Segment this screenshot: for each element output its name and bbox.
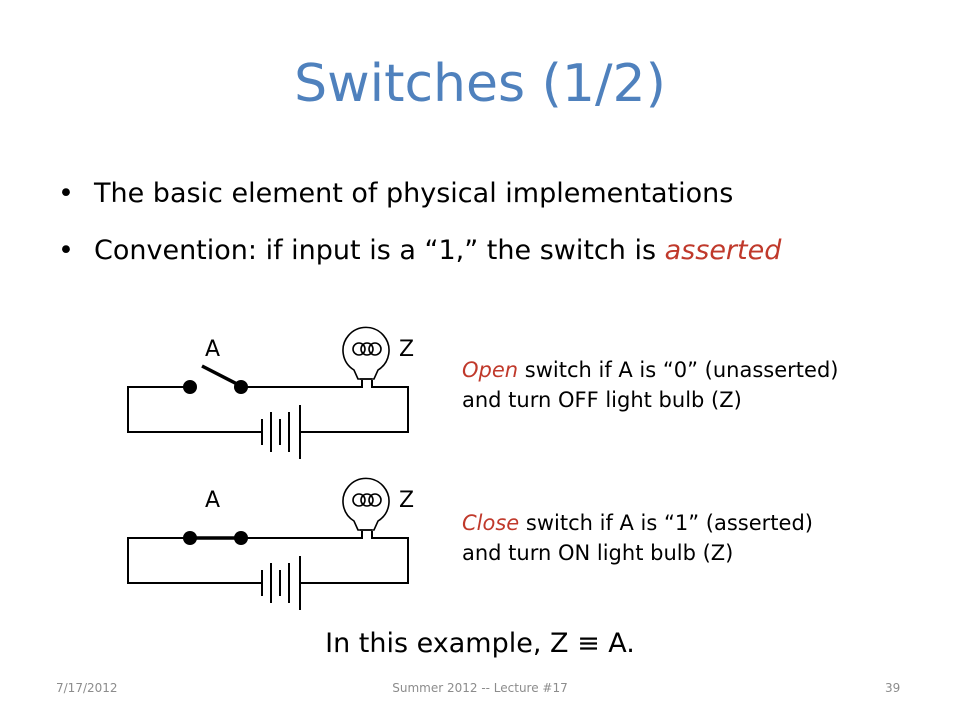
- open-switch-description: Open switch if A is “0” (unasserted) and…: [462, 355, 838, 416]
- footer-lecture: Summer 2012 -- Lecture #17: [392, 681, 568, 695]
- footer-date: 7/17/2012: [56, 681, 118, 695]
- bullet-item: • Convention: if input is a “1,” the swi…: [58, 235, 781, 267]
- conclusion-text: In this example, Z ≡ A.: [325, 628, 635, 659]
- bullet-dot: •: [58, 178, 74, 209]
- open-emphasis: Open: [462, 358, 519, 382]
- bullet-text: Convention: if input is a “1,” the switc…: [94, 235, 665, 267]
- switch-label-a: A: [205, 488, 220, 513]
- battery-icon: [261, 405, 301, 459]
- battery-icon: [261, 556, 301, 610]
- light-bulb-icon: [342, 326, 390, 380]
- closed-circuit-wire: [300, 531, 409, 584]
- slide-title: Switches (1/2): [294, 54, 666, 114]
- bulb-label-z: Z: [399, 488, 414, 513]
- footer-page-number: 39: [885, 681, 901, 695]
- description-line: Close switch if A is “1” (asserted): [462, 508, 813, 538]
- switch-label-a: A: [205, 337, 220, 362]
- description-line: Open switch if A is “0” (unasserted): [462, 355, 838, 385]
- asserted-emphasis: asserted: [664, 235, 782, 267]
- description-line: and turn ON light bulb (Z): [462, 541, 734, 566]
- description-text: switch if A is “0” (unasserted): [518, 358, 839, 382]
- open-circuit-wire: [300, 380, 409, 433]
- close-emphasis: Close: [462, 511, 520, 535]
- bulb-label-z: Z: [399, 337, 414, 362]
- light-bulb-icon: [342, 477, 390, 531]
- switch-closed-icon: [183, 531, 248, 545]
- description-line: and turn OFF light bulb (Z): [462, 388, 742, 413]
- closed-circuit-wire: [241, 531, 363, 539]
- open-circuit-wire: [241, 380, 363, 388]
- closed-circuit-wire: [127, 537, 262, 584]
- open-circuit-wire: [127, 386, 262, 433]
- description-text: switch if A is “1” (asserted): [519, 511, 813, 535]
- bullet-text: The basic element of physical implementa…: [94, 178, 734, 209]
- closed-circuit: [127, 477, 409, 610]
- bullet-dot: •: [58, 235, 74, 267]
- bullet-list: • The basic element of physical implemen…: [58, 178, 781, 293]
- open-circuit: [127, 326, 409, 459]
- switch-open-icon: [183, 364, 248, 394]
- bullet-item: • The basic element of physical implemen…: [58, 178, 781, 210]
- closed-switch-description: Close switch if A is “1” (asserted) and …: [462, 508, 813, 569]
